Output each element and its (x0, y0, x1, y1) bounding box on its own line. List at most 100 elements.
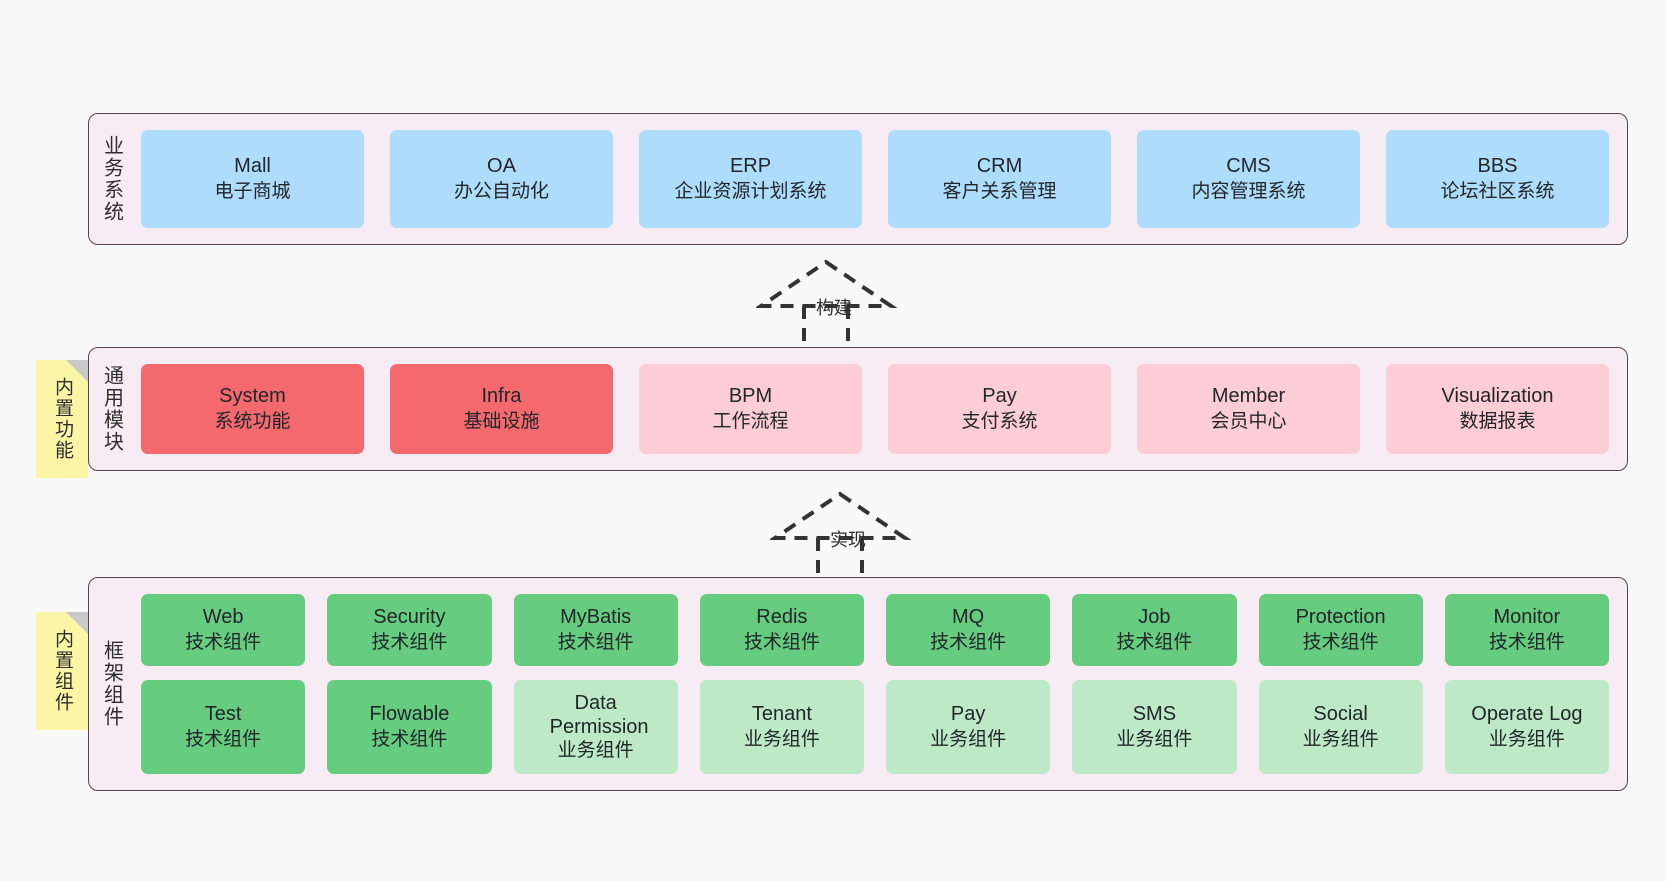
sticky-fold-corner-icon (66, 612, 88, 634)
cell-pay-module[interactable]: Pay 支付系统 (888, 364, 1111, 454)
layer-common-module[interactable]: 通用模块 System 系统功能 Infra 基础设施 BPM 工作流程 Pay… (88, 347, 1628, 471)
cell-sms[interactable]: SMS 业务组件 (1072, 679, 1237, 774)
connector-implement: 实现 (768, 490, 930, 584)
cell-subtitle: 技术组件 (743, 631, 820, 653)
cell-security[interactable]: Security 技术组件 (327, 594, 492, 666)
cell-protection[interactable]: Protection 技术组件 (1258, 594, 1423, 666)
layer-title-business-system: 业务系统 (100, 135, 123, 223)
cell-system[interactable]: System 系统功能 (141, 364, 364, 454)
cell-title: Data Permission (549, 691, 649, 738)
sticky-note-text: 内置功能 (51, 377, 73, 461)
cell-subtitle: 业务组件 (557, 739, 634, 761)
cell-subtitle: 业务组件 (930, 728, 1007, 750)
cell-subtitle: 技术组件 (557, 631, 634, 653)
cell-subtitle: 业务组件 (743, 728, 820, 750)
cell-subtitle: 内容管理系统 (1191, 180, 1306, 202)
cell-subtitle: 技术组件 (930, 631, 1007, 653)
cell-subtitle: 业务组件 (1116, 728, 1193, 750)
cell-subtitle: 技术组件 (1302, 631, 1379, 653)
row-business-apps: Mall 电子商城 OA 办公自动化 ERP 企业资源计划系统 CRM 客户关系… (141, 130, 1609, 228)
layer-business-system[interactable]: 业务系统 Mall 电子商城 OA 办公自动化 ERP 企业资源计划系统 CRM… (88, 113, 1628, 245)
cell-title: MyBatis (560, 605, 632, 628)
cell-title: Infra (481, 385, 522, 408)
cell-subtitle: 技术组件 (371, 631, 448, 653)
cell-title: System (219, 385, 286, 408)
cell-mybatis[interactable]: MyBatis 技术组件 (513, 594, 678, 666)
cell-title: BBS (1477, 155, 1518, 178)
layer-framework-component[interactable]: 框架组件 Web 技术组件 Security 技术组件 MyBatis 技术组件… (88, 577, 1628, 791)
cell-title: Pay (950, 702, 986, 725)
cell-bpm[interactable]: BPM 工作流程 (639, 364, 862, 454)
cell-oa[interactable]: OA 办公自动化 (390, 130, 613, 228)
cell-tenant[interactable]: Tenant 业务组件 (699, 679, 864, 774)
cell-title: Web (202, 605, 244, 628)
cell-test[interactable]: Test 技术组件 (141, 679, 306, 774)
cell-job[interactable]: Job 技术组件 (1072, 594, 1237, 666)
cell-title: OA (487, 155, 516, 178)
cell-title: Visualization (1441, 385, 1554, 408)
cell-subtitle: 支付系统 (961, 410, 1038, 432)
cell-title: SMS (1132, 702, 1177, 725)
row-tech-components: Web 技术组件 Security 技术组件 MyBatis 技术组件 Redi… (141, 594, 1609, 666)
cell-subtitle: 技术组件 (1116, 631, 1193, 653)
cell-title: Social (1313, 702, 1368, 725)
dashed-hollow-arrow-up-icon (768, 491, 912, 584)
layer-body-common-module: System 系统功能 Infra 基础设施 BPM 工作流程 Pay 支付系统… (133, 348, 1627, 470)
sticky-note-text: 内置组件 (51, 629, 73, 713)
cell-mall[interactable]: Mall 电子商城 (141, 130, 364, 228)
layer-title-common-module: 通用模块 (100, 365, 123, 453)
cell-title: Test (204, 702, 242, 725)
cell-visualization[interactable]: Visualization 数据报表 (1386, 364, 1609, 454)
cell-crm[interactable]: CRM 客户关系管理 (888, 130, 1111, 228)
cell-subtitle: 技术组件 (371, 728, 448, 750)
cell-flowable[interactable]: Flowable 技术组件 (327, 679, 492, 774)
cell-subtitle: 客户关系管理 (942, 180, 1057, 202)
cell-pay-component[interactable]: Pay 业务组件 (886, 679, 1051, 774)
cell-social[interactable]: Social 业务组件 (1258, 679, 1423, 774)
cell-infra[interactable]: Infra 基础设施 (390, 364, 613, 454)
cell-bbs[interactable]: BBS 论坛社区系统 (1386, 130, 1609, 228)
cell-erp[interactable]: ERP 企业资源计划系统 (639, 130, 862, 228)
cell-subtitle: 办公自动化 (453, 180, 549, 202)
cell-subtitle: 电子商城 (214, 180, 291, 202)
cell-title: Security (373, 605, 446, 628)
cell-subtitle: 工作流程 (712, 410, 789, 432)
cell-redis[interactable]: Redis 技术组件 (699, 594, 864, 666)
cell-subtitle: 技术组件 (1488, 631, 1565, 653)
cell-title: Monitor (1493, 605, 1561, 628)
sticky-fold-corner-icon (66, 360, 88, 382)
cell-web[interactable]: Web 技术组件 (141, 594, 306, 666)
cell-title: Protection (1295, 605, 1386, 628)
cell-title: Job (1138, 605, 1171, 628)
cell-title: ERP (729, 155, 772, 178)
cell-subtitle: 论坛社区系统 (1440, 180, 1555, 202)
cell-subtitle: 企业资源计划系统 (674, 180, 827, 202)
cell-title: Pay (982, 385, 1017, 408)
cell-mq[interactable]: MQ 技术组件 (886, 594, 1051, 666)
cell-data-permission[interactable]: Data Permission 业务组件 (513, 679, 678, 774)
cell-operate-log[interactable]: Operate Log 业务组件 (1444, 679, 1609, 774)
cell-monitor[interactable]: Monitor 技术组件 (1444, 594, 1609, 666)
cell-title: Redis (756, 605, 808, 628)
cell-subtitle: 基础设施 (463, 410, 540, 432)
cell-title: Mall (234, 155, 271, 178)
connector-build-label: 构建 (816, 298, 852, 318)
connector-build: 构建 (754, 258, 916, 352)
sticky-note-builtin-feature: 内置功能 (36, 360, 88, 478)
cell-title: CRM (976, 155, 1023, 178)
cell-title: Member (1211, 385, 1286, 408)
connector-implement-label: 实现 (830, 530, 866, 550)
cell-member[interactable]: Member 会员中心 (1137, 364, 1360, 454)
sticky-note-builtin-component: 内置组件 (36, 612, 88, 730)
cell-subtitle: 会员中心 (1210, 410, 1287, 432)
row-common-modules: System 系统功能 Infra 基础设施 BPM 工作流程 Pay 支付系统… (141, 364, 1609, 454)
cell-cms[interactable]: CMS 内容管理系统 (1137, 130, 1360, 228)
row-biz-components: Test 技术组件 Flowable 技术组件 Data Permission … (141, 679, 1609, 774)
cell-title: Operate Log (1471, 702, 1583, 725)
cell-subtitle: 技术组件 (185, 631, 262, 653)
cell-subtitle: 数据报表 (1459, 410, 1536, 432)
cell-title: MQ (952, 605, 985, 628)
cell-title: Tenant (751, 702, 812, 725)
cell-title: Flowable (369, 702, 450, 725)
